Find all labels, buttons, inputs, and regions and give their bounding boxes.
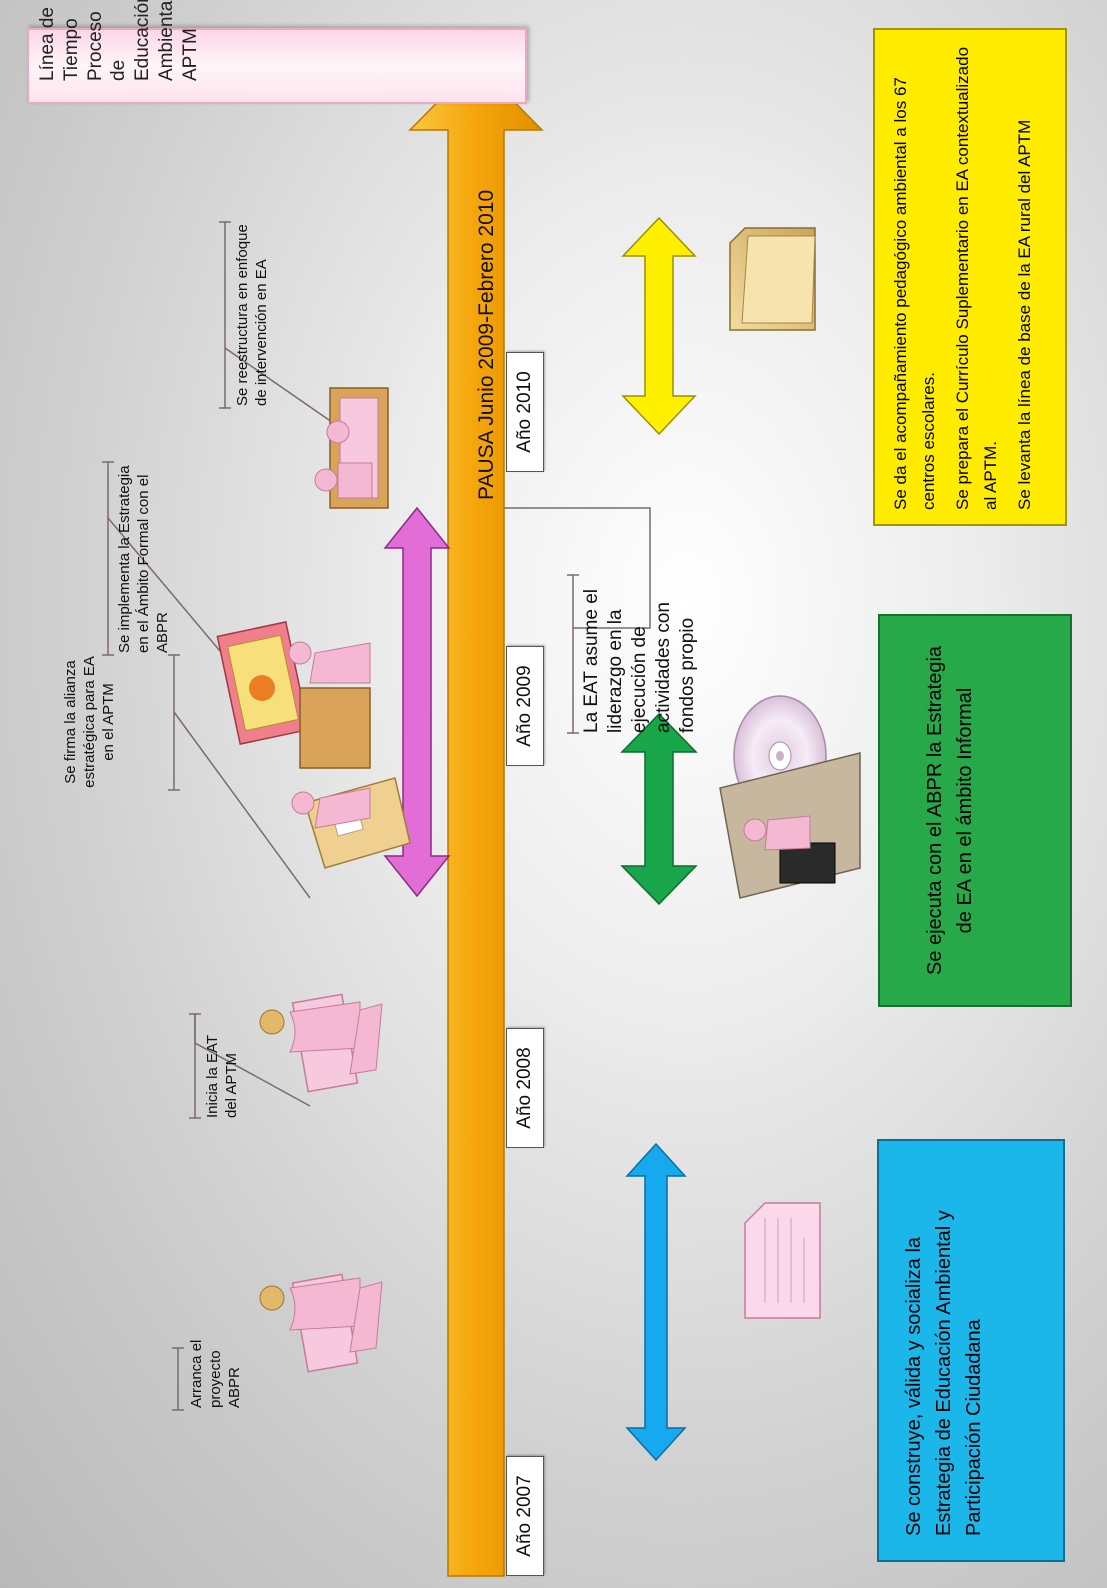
- year-label: Año 2009: [514, 665, 535, 747]
- signing-person-icon: [291, 777, 411, 869]
- event-label-project-start: Arranca el proyecto ABPR: [188, 1339, 243, 1408]
- pause-label: PAUSA Junio 2009-Febrero 2010: [475, 189, 498, 500]
- yellow-period-arrow: [621, 216, 697, 436]
- event-callouts: [102, 221, 651, 1411]
- blue-period-arrow: [625, 1142, 687, 1462]
- event-label-restructure: Se reestructura en enfoque de intervenci…: [234, 224, 270, 406]
- person-with-chart-icon: [259, 1273, 383, 1373]
- computer-user-icon: [719, 752, 861, 899]
- yellow-summary-box: Se da el acompañamiento pedagógico ambie…: [873, 28, 1067, 526]
- event-label-implementation: Se implementa la Estrategia en el Ámbito…: [116, 465, 171, 653]
- yellow-summary-item: Se levanta la línea de base de la EA rur…: [1015, 119, 1034, 510]
- year-label: Año 2010: [514, 371, 535, 453]
- year-box-2010: Año 2010: [506, 352, 544, 472]
- year-label: Año 2007: [514, 1475, 535, 1557]
- yellow-summary-item: Se da el acompañamiento pedagógico ambie…: [891, 77, 938, 510]
- page-title: Línea de Tiempo Proceso de Educación Amb…: [37, 0, 201, 81]
- green-summary-text: Se ejecuta con el ABPR la Estrategia de …: [924, 645, 976, 976]
- meeting-people-icon: [314, 387, 389, 509]
- person-with-chart-icon: [259, 993, 383, 1093]
- green-summary-box: Se ejecuta con el ABPR la Estrategia de …: [878, 614, 1072, 1007]
- year-box-2009: Año 2009: [506, 646, 544, 766]
- event-label-eat-start: Inicia la EAT del APTM: [204, 1035, 240, 1118]
- magenta-period-arrow: [383, 506, 451, 898]
- document-icon: [744, 1202, 821, 1319]
- blue-summary-box: Se construye, válida y socializa la Estr…: [877, 1139, 1065, 1562]
- year-box-2008: Año 2008: [506, 1028, 544, 1148]
- folder-icon: [729, 227, 816, 331]
- yellow-summary-item: Se prepara el Currículo Suplementario en…: [953, 46, 1000, 510]
- presenter-icon: [216, 621, 371, 769]
- year-box-2007: Año 2007: [506, 1456, 544, 1576]
- year-label: Año 2008: [514, 1047, 535, 1129]
- green-period-arrow: [620, 712, 698, 906]
- blue-summary-text: Se construye, válida y socializa la Estr…: [903, 1210, 985, 1536]
- eat-leadership-note: La EAT asume el liderazgo en la ejecució…: [581, 589, 698, 733]
- event-label-alliance: Se firma la alianza estratégica para EA …: [62, 656, 117, 788]
